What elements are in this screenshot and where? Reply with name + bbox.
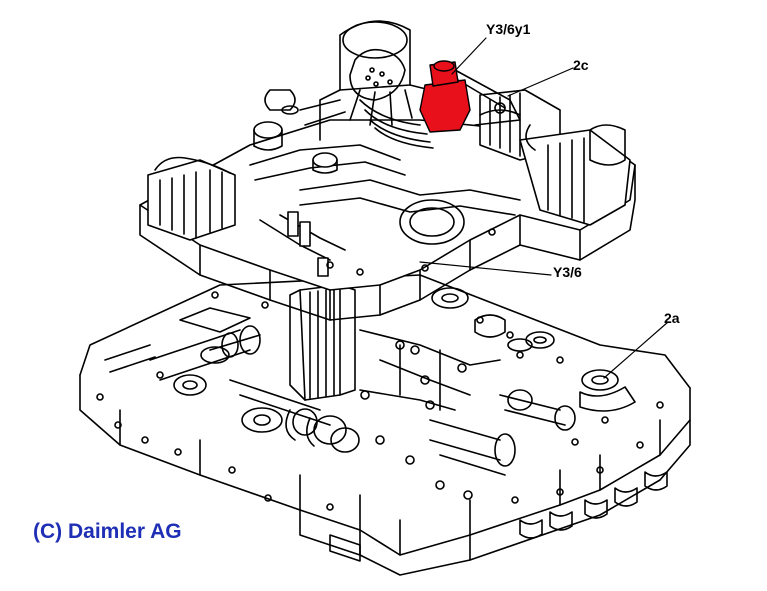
label-y3-6y1: Y3/6y1 (486, 21, 531, 37)
label-y3-6: Y3/6 (553, 264, 582, 280)
label-2a: 2a (664, 310, 680, 326)
lower-valve-body (79, 274, 691, 576)
label-2c: 2c (573, 57, 589, 73)
solenoid-highlight (419, 60, 471, 133)
copyright-text: (C) Daimler AG (33, 520, 182, 543)
leader-lines (419, 37, 669, 379)
upper-valve-body (139, 20, 636, 321)
